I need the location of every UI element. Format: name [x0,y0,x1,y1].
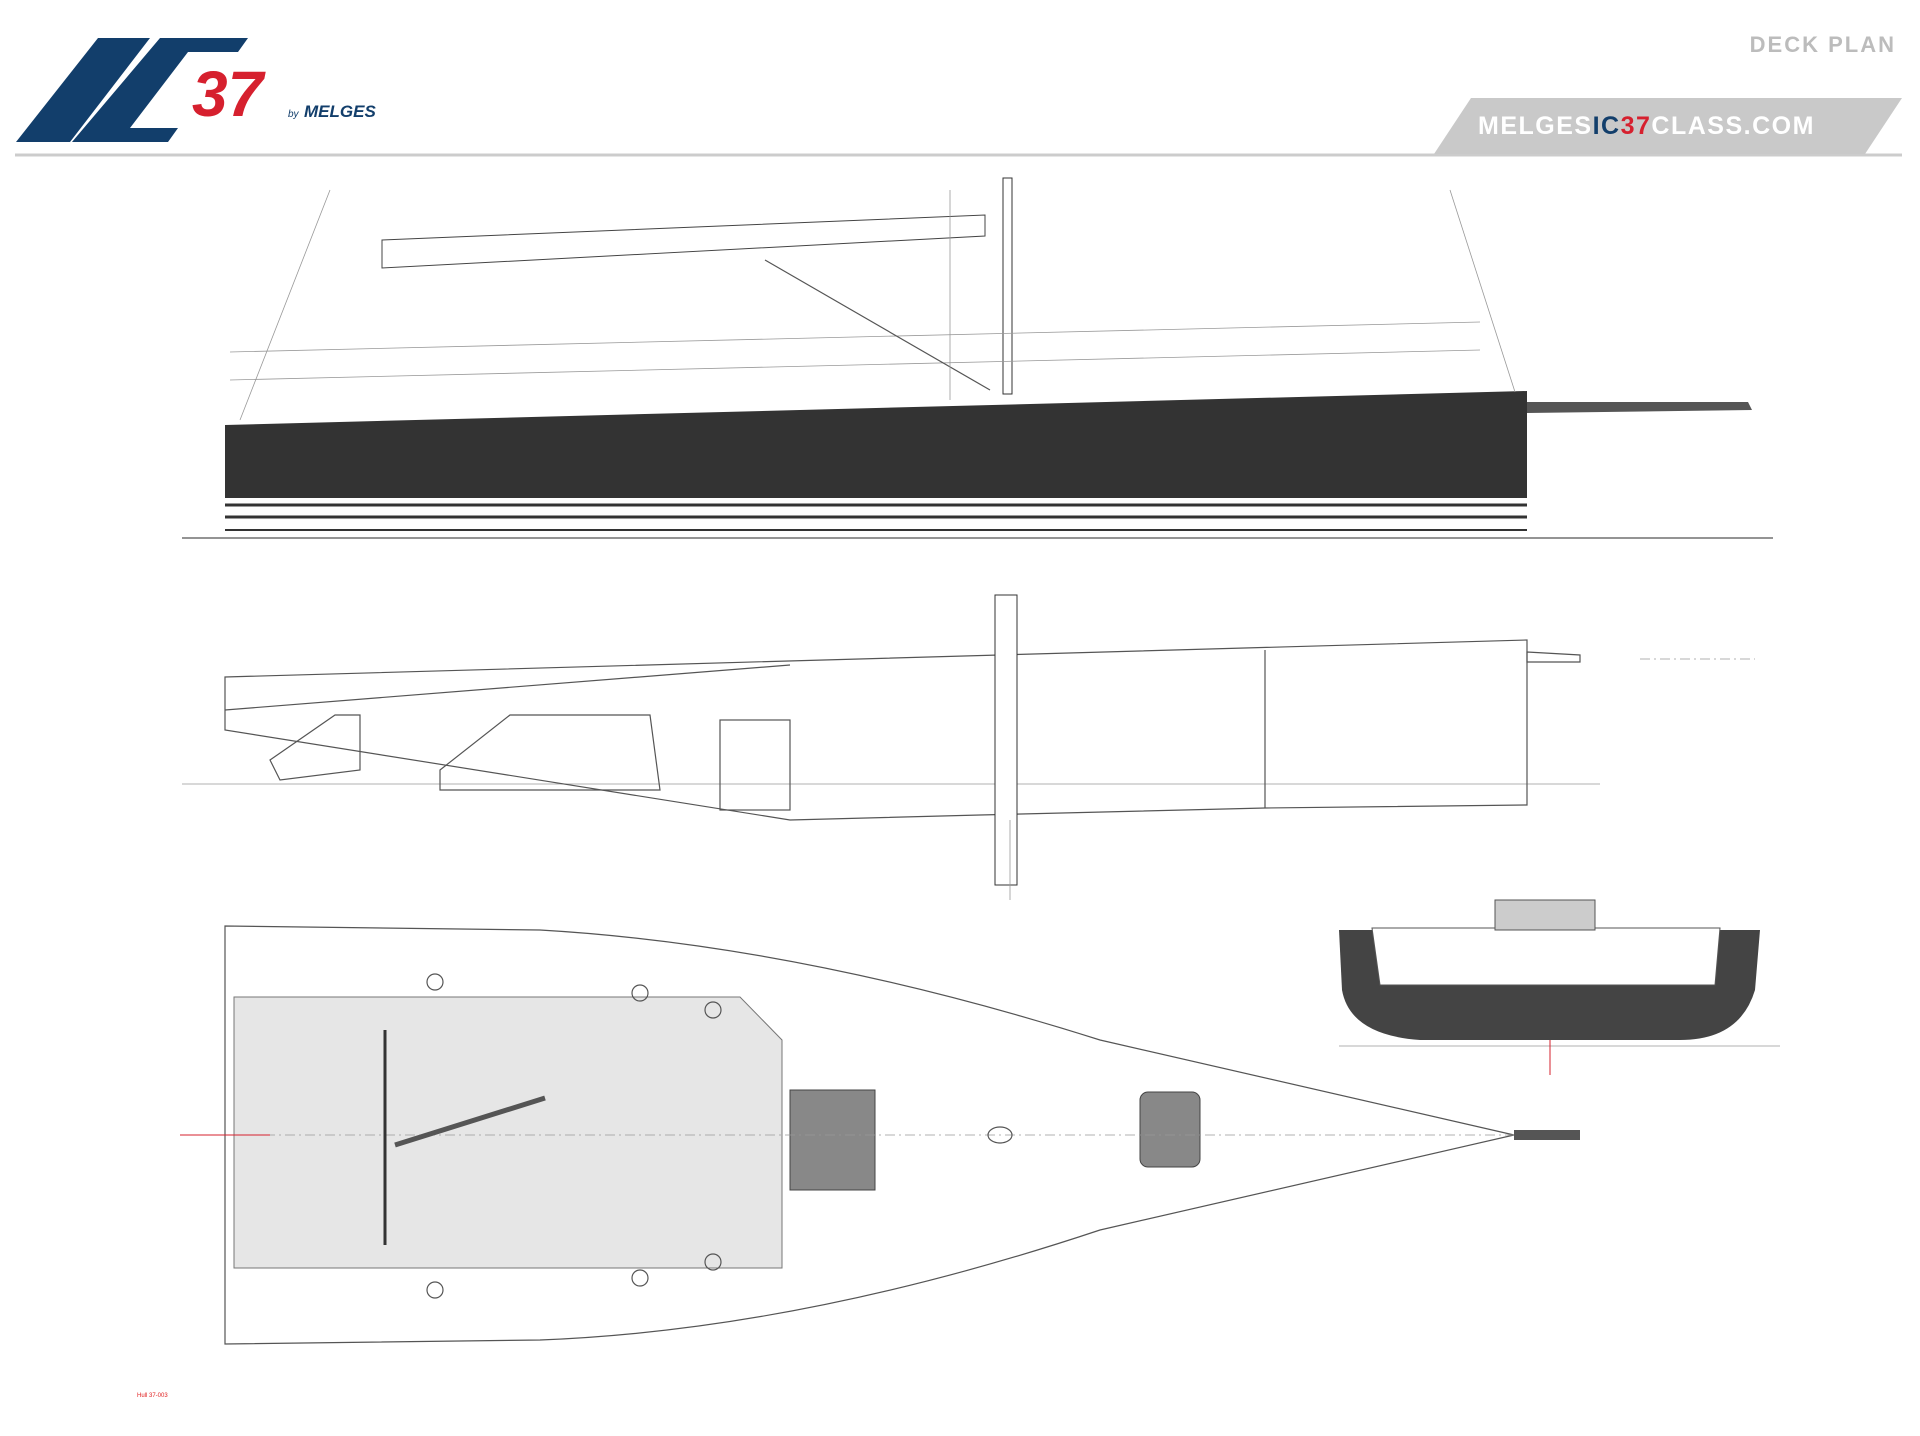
page-title: DECK PLAN [1749,32,1896,57]
side-profile-view [182,177,1773,539]
url-part-class: CLASS.COM [1651,112,1815,140]
companionway-hatch [789,1089,876,1191]
url-banner [1434,98,1902,154]
logo-by: by [288,109,300,120]
mast [1002,177,1013,395]
boom [381,214,986,269]
bowsprit [1527,402,1752,413]
transverse-section-view [1339,899,1780,1075]
class-website-url: MELGESIC37CLASS.COM [1478,112,1815,141]
mast-section [994,594,1018,886]
url-part-37: 37 [1620,112,1652,140]
forward-hatch [1139,1091,1201,1168]
url-part-melges: MELGES [1478,112,1593,140]
logo-number: 37 [192,58,267,130]
section-view [182,594,1755,900]
logo-brand: MELGES [304,102,376,121]
deck-plan-view [180,925,1580,1345]
ic37-logo: 37 by MELGES [16,38,376,142]
url-part-ic: IC [1592,112,1621,140]
hull-number: Hull 37-003 [137,1393,168,1399]
